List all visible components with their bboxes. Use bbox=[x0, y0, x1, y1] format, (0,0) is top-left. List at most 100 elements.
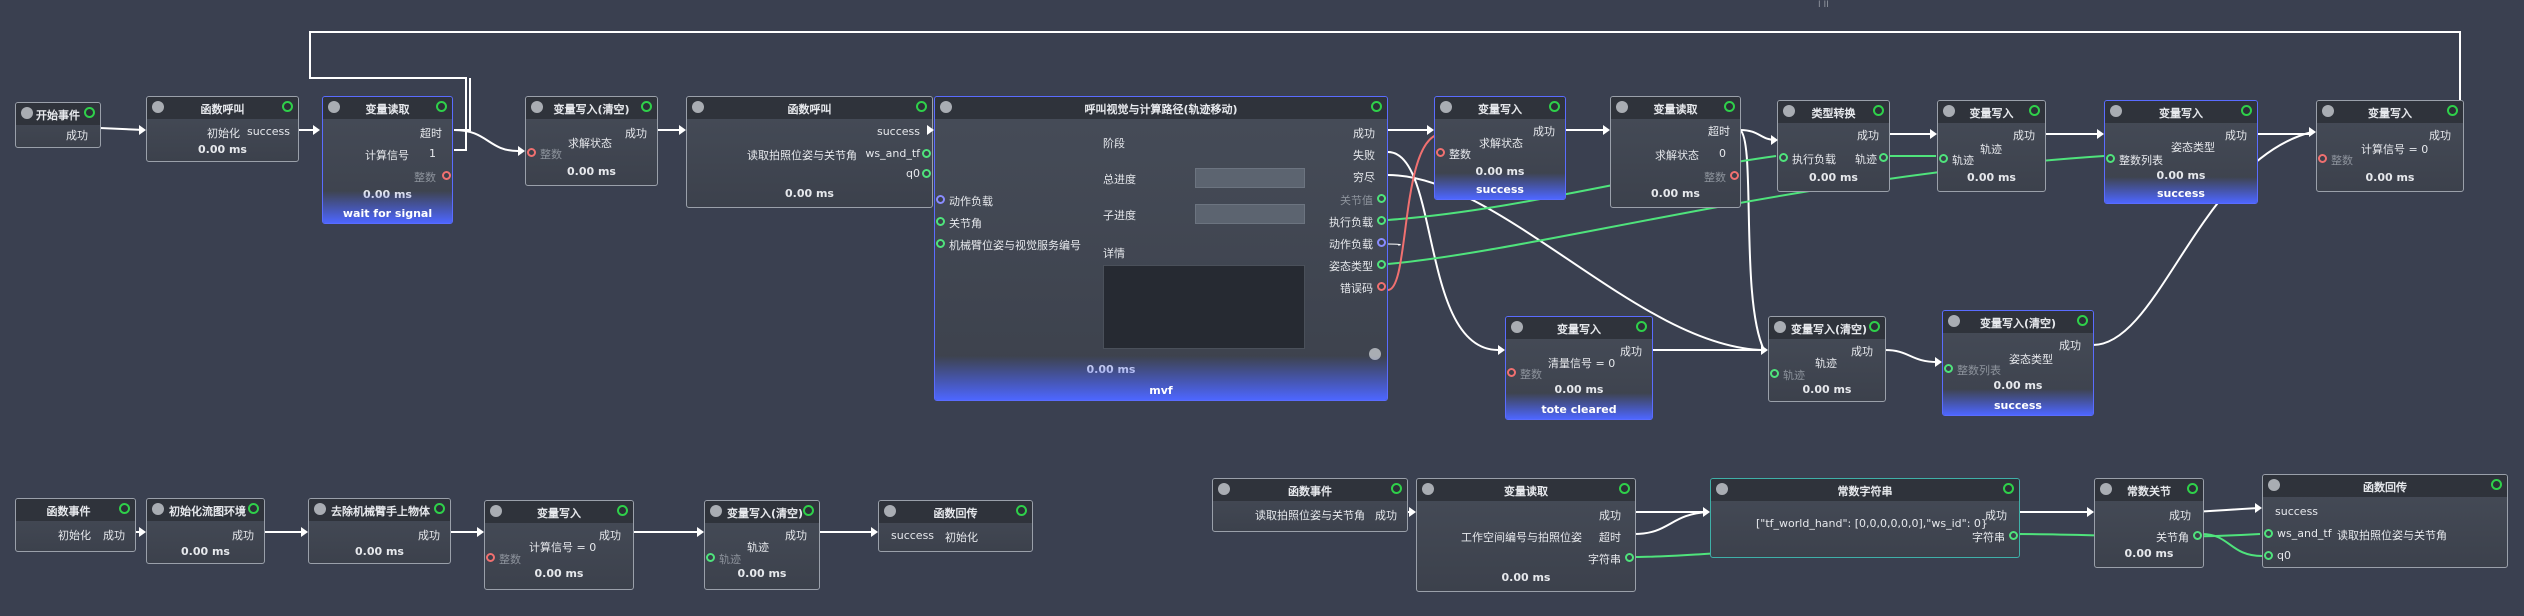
port-label-pose-list: 整数列表 bbox=[1957, 364, 2001, 377]
status-indicator-icon bbox=[1619, 483, 1630, 494]
node-start-event[interactable]: 开始事件 成功 bbox=[15, 102, 101, 148]
node-title: 变量写入 bbox=[2368, 107, 2412, 120]
variable-name: 求解状态 bbox=[568, 137, 612, 150]
event-name: 读取拍照位姿与关节角 bbox=[1255, 509, 1365, 522]
function-name: 读取拍照位姿与关节角 bbox=[2337, 529, 2447, 542]
input-port-track[interactable] bbox=[706, 553, 715, 562]
variable-name: 轨迹 bbox=[747, 541, 769, 554]
detail-textbox[interactable] bbox=[1103, 265, 1305, 349]
variable-name: 清量信号 = 0 bbox=[1548, 357, 1616, 370]
status-dot-icon bbox=[2268, 479, 2280, 491]
output-port-q0[interactable] bbox=[922, 169, 931, 178]
status-indicator-icon bbox=[1016, 505, 1027, 516]
node-func-return-init[interactable]: 函数回传 success 初始化 bbox=[878, 500, 1033, 552]
output-port-integer[interactable] bbox=[1730, 171, 1739, 180]
node-var-write-clear-pose[interactable]: 变量写入(清空) 成功 姿态类型 整数列表 0.00 ms success bbox=[1942, 310, 2094, 416]
node-var-read-workspace[interactable]: 变量读取 成功 工作空间编号与拍照位姿 超时 字符串 0.00 ms bbox=[1416, 478, 1636, 592]
node-func-event-init[interactable]: 函数事件 初始化 成功 bbox=[15, 498, 136, 552]
arrow-icon bbox=[2255, 503, 2262, 513]
input-port-q0[interactable] bbox=[2264, 551, 2273, 560]
port-label-joint-value: 关节值 bbox=[1340, 194, 1373, 207]
output-port-track[interactable] bbox=[1879, 153, 1888, 162]
node-type-convert[interactable]: 类型转换 成功 执行负载 轨迹 0.00 ms bbox=[1777, 100, 1890, 192]
node-const-joint[interactable]: 常数关节 成功 关节角 0.00 ms bbox=[2094, 478, 2204, 568]
status-indicator-icon bbox=[916, 101, 927, 112]
node-title: 初始化流图环境 bbox=[169, 505, 246, 518]
node-remove-hand-objects[interactable]: 去除机械臂手上物体 成功 0.00 ms bbox=[308, 498, 451, 564]
input-port-track[interactable] bbox=[1770, 369, 1779, 378]
node-status-text: tote cleared bbox=[1541, 403, 1617, 416]
input-port-integer[interactable] bbox=[2318, 154, 2327, 163]
status-indicator-icon bbox=[2447, 105, 2458, 116]
node-var-write-clear-track-init[interactable]: 变量写入(清空) 成功 轨迹 轨迹 0.00 ms bbox=[704, 500, 820, 590]
node-var-write-solve-success[interactable]: 变量写入 成功 求解状态 整数 0.00 ms success bbox=[1434, 96, 1566, 200]
node-func-call-read-pose[interactable]: 函数呼叫 success 读取拍照位姿与关节角 ws_and_tf q0 0.0… bbox=[686, 96, 933, 208]
output-port-pose-type[interactable] bbox=[1377, 260, 1386, 269]
string-value[interactable]: ["tf_world_hand": [0,0,0,0,0,0],"ws_id":… bbox=[1756, 517, 1988, 530]
node-title: 变量写入 bbox=[2159, 107, 2203, 120]
node-var-write-clear-track[interactable]: 变量写入(清空) 成功 轨迹 轨迹 0.00 ms bbox=[1768, 316, 1886, 402]
input-port-integer[interactable] bbox=[486, 553, 495, 562]
arrow-icon bbox=[697, 527, 704, 537]
status-dot-icon bbox=[692, 101, 704, 113]
input-port-pose-list[interactable] bbox=[2106, 154, 2115, 163]
output-port-joint-angle[interactable] bbox=[2193, 531, 2202, 540]
node-func-call-init[interactable]: 函数呼叫 初始化 success 0.00 ms bbox=[146, 96, 299, 162]
output-port-integer[interactable] bbox=[442, 171, 451, 180]
output-port-string[interactable] bbox=[1625, 553, 1634, 562]
node-var-read-solve[interactable]: 变量读取 超时 求解状态 0 整数 0.00 ms bbox=[1610, 96, 1741, 208]
input-port-integer[interactable] bbox=[1436, 148, 1445, 157]
port-label-success: 成功 bbox=[1599, 509, 1621, 522]
arrow-icon bbox=[1703, 507, 1710, 517]
arrow-icon bbox=[1409, 507, 1416, 517]
port-label-track: 轨迹 bbox=[719, 553, 741, 566]
elapsed-time: 0.00 ms bbox=[1651, 187, 1700, 200]
input-port-track[interactable] bbox=[1939, 154, 1948, 163]
node-title: 呼叫视觉与计算路径(轨迹移动) bbox=[1084, 103, 1238, 116]
input-port-joint[interactable] bbox=[936, 217, 945, 226]
node-var-write-track[interactable]: 变量写入 成功 轨迹 轨迹 0.00 ms bbox=[1937, 100, 2046, 192]
node-var-write-signal-reset[interactable]: 变量写入 成功 计算信号 = 0 整数 0.00 ms bbox=[2316, 100, 2464, 192]
input-port-arm-pose[interactable] bbox=[936, 239, 945, 248]
input-port-integer[interactable] bbox=[1507, 368, 1516, 377]
port-label-integer: 整数 bbox=[2331, 154, 2353, 167]
node-title: 变量写入(清空) bbox=[1979, 317, 2057, 330]
status-dot-icon bbox=[1943, 105, 1955, 117]
status-dot-icon bbox=[2322, 105, 2334, 117]
status-dot-icon bbox=[328, 101, 340, 113]
status-indicator-icon bbox=[1549, 101, 1560, 112]
status-indicator-icon bbox=[1873, 105, 1884, 116]
arrow-icon bbox=[477, 527, 484, 537]
input-port-integer[interactable] bbox=[527, 148, 536, 157]
node-const-string[interactable]: 常数字符串 成功 ["tf_world_hand": [0,0,0,0,0,0]… bbox=[1710, 478, 2020, 558]
node-var-write-clear-solve[interactable]: 变量写入(清空) 成功 求解状态 整数 0.00 ms bbox=[525, 96, 658, 186]
output-port-error-code[interactable] bbox=[1377, 282, 1386, 291]
output-port-action-load[interactable] bbox=[1377, 238, 1386, 247]
elapsed-time: 0.00 ms bbox=[2365, 171, 2415, 184]
input-port-ws-and-tf[interactable] bbox=[2264, 529, 2273, 538]
output-port-joint-value[interactable] bbox=[1377, 194, 1386, 203]
status-dot-icon bbox=[1218, 483, 1230, 495]
node-title: 变量写入(清空) bbox=[727, 507, 804, 520]
input-port-pose-list[interactable] bbox=[1944, 364, 1953, 373]
node-var-write-tote-cleared[interactable]: 变量写入 成功 清量信号 = 0 整数 0.00 ms tote cleared bbox=[1505, 316, 1653, 420]
input-port-action-load[interactable] bbox=[936, 195, 945, 204]
output-port-string[interactable] bbox=[2009, 531, 2018, 540]
node-init-flow-env[interactable]: 初始化流图环境 成功 0.00 ms bbox=[146, 498, 265, 564]
node-var-read-wait[interactable]: 变量读取 超时 计算信号 1 整数 0.00 ms wait for signa… bbox=[322, 96, 453, 224]
node-var-write-signal-init[interactable]: 变量写入 成功 计算信号 = 0 整数 0.00 ms bbox=[484, 500, 634, 590]
node-func-return-read-pose[interactable]: 函数回传 success ws_and_tf 读取拍照位姿与关节角 q0 bbox=[2262, 474, 2508, 568]
input-port-exec-load[interactable] bbox=[1779, 153, 1788, 162]
port-label-success: 成功 bbox=[1620, 345, 1642, 358]
output-port-exec-load[interactable] bbox=[1377, 216, 1386, 225]
port-label-success: 成功 bbox=[1533, 125, 1555, 138]
node-vision-path[interactable]: 呼叫视觉与计算路径(轨迹移动) 阶段 总进度 子进度 详情 动作负载 关节角 机… bbox=[934, 96, 1388, 401]
port-label-integer: 整数 bbox=[1520, 368, 1542, 381]
arrow-icon bbox=[2309, 127, 2316, 137]
arrow-icon bbox=[2087, 507, 2094, 517]
output-port-ws-and-tf[interactable] bbox=[922, 149, 931, 158]
arrow-icon bbox=[518, 146, 525, 156]
node-func-event-read-pose[interactable]: 函数事件 读取拍照位姿与关节角 成功 bbox=[1212, 478, 1408, 532]
elapsed-time: 0.00 ms bbox=[198, 143, 247, 156]
node-var-write-pose-type[interactable]: 变量写入 成功 姿态类型 整数列表 0.00 ms success bbox=[2104, 100, 2258, 204]
